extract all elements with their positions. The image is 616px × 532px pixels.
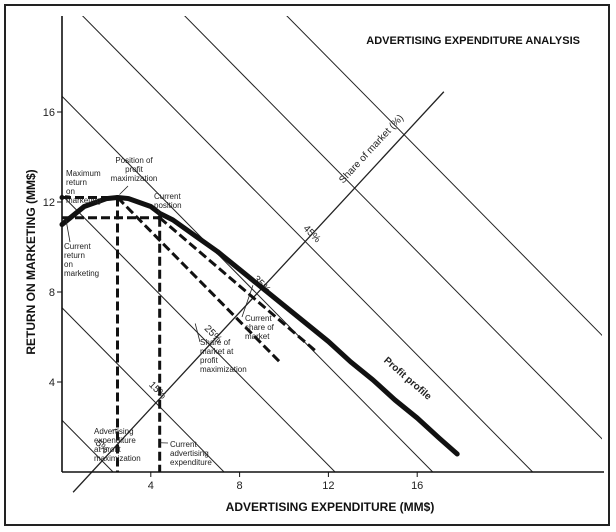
share-line-4 — [82, 16, 533, 472]
chart-title: ADVERTISING EXPENDITURE ANALYSIS — [366, 35, 580, 47]
axes — [61, 16, 604, 473]
share-line-6 — [286, 16, 602, 337]
x-tick-label-16: 16 — [411, 480, 423, 492]
y-tick-label-8: 8 — [49, 287, 55, 299]
x-tick-label-12: 12 — [322, 480, 334, 492]
x-axis-title: ADVERTISING EXPENDITURE (MM$) — [226, 500, 435, 514]
y-tick-label-4: 4 — [49, 377, 55, 389]
profit-max-point — [115, 195, 120, 200]
axis-ticks: 4 8 12 16 4 8 12 16 — [43, 107, 424, 492]
share-label-1: 15% — [146, 380, 168, 402]
y-tick-label-12: 12 — [43, 197, 55, 209]
share-line-1 — [62, 307, 225, 472]
annotation-current-return-pointer — [65, 219, 71, 243]
current-position-point — [157, 215, 163, 221]
y-tick-label-16: 16 — [43, 107, 55, 119]
annotation-profit-max-pointer — [119, 185, 129, 195]
y-axis-title: RETURN ON MARKETING (MM$) — [24, 169, 38, 354]
share-of-market-lines — [62, 16, 602, 472]
annotation-share-at-profit-pointer — [194, 323, 201, 343]
x-tick-label-4: 4 — [148, 480, 154, 492]
annotation-adv-at-profit-pointer — [111, 428, 118, 431]
profit-profile-curve — [59, 195, 460, 457]
annotation-current-position-pointer — [157, 209, 161, 216]
x-tick-label-8: 8 — [237, 480, 243, 492]
chart-frame — [4, 4, 610, 526]
current-share-guide — [158, 216, 317, 352]
share-of-market-axis — [72, 91, 445, 493]
share-line-0 — [62, 419, 114, 472]
annotation-max-return-pointer — [64, 195, 71, 197]
share-line-3 — [62, 95, 434, 472]
share-line-2 — [62, 194, 336, 472]
share-axis-label: Share of market (%) — [337, 113, 406, 186]
max-return-point — [59, 195, 65, 200]
annotation-current-share-pointer — [241, 285, 254, 318]
share-line-5 — [184, 16, 602, 440]
